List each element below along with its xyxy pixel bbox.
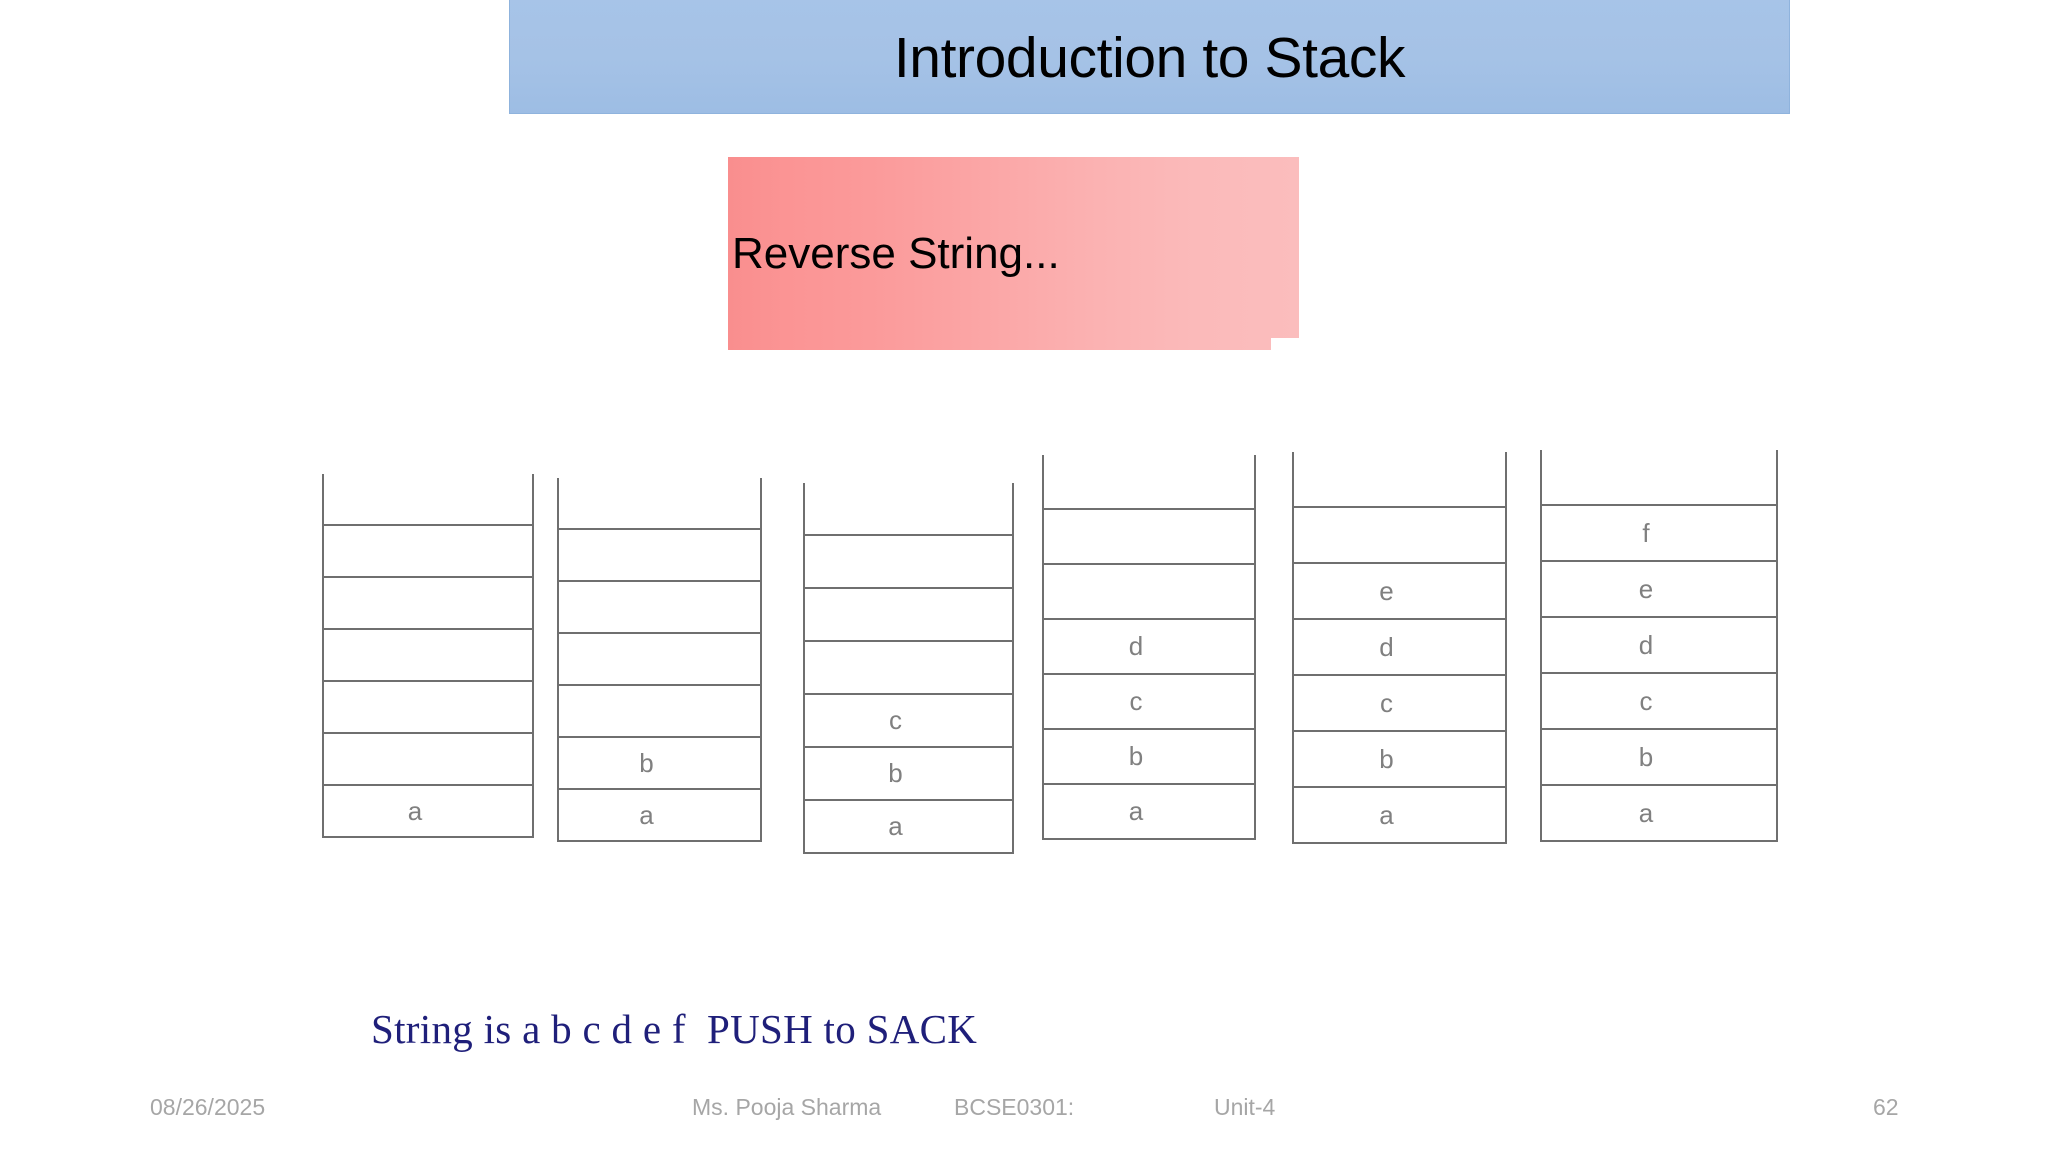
subtitle-text: Reverse String... [732,228,1060,278]
subtitle-banner-notch [1271,338,1299,350]
stack-cell-value: a [407,795,423,826]
stack-cell [803,536,1014,589]
stack-cell: e [1540,562,1778,618]
stack-cell-value: d [1638,629,1654,660]
subtitle-banner: Reverse String... [728,157,1299,350]
stack-cell [1292,452,1507,508]
stack-cell: d [1292,620,1507,676]
stack-cell [557,634,762,686]
stack-cell-value: e [1379,575,1394,606]
stack-cell: d [1042,620,1256,675]
footer-date: 08/26/2025 [150,1094,266,1120]
page-title: Introduction to Stack [893,25,1406,90]
stack-cell [1540,450,1778,506]
stack-cell-value: f [1642,517,1650,548]
stack-cell [322,682,534,734]
stack-cell: e [1292,564,1507,620]
stack-cell: b [803,748,1014,801]
stack-cell-value: e [1638,573,1654,604]
stack-cell-value: b [1379,743,1394,774]
stack-cell [322,630,534,682]
stack-cell: c [1292,676,1507,732]
footer-page-number: 62 [1873,1094,1899,1120]
stack-cell [557,530,762,582]
stack-cell-value: a [1379,799,1394,830]
stack-cell: a [1540,786,1778,842]
stack-cell [803,483,1014,536]
stack-cell [322,474,534,526]
stack-cell [322,578,534,630]
stack-cell: d [1540,618,1778,674]
stack-cell [322,734,534,786]
stack-cell-value: b [639,747,654,778]
stack-cell: a [557,790,762,842]
stack-step-1: a [322,474,534,838]
stack-cell-value: a [1638,797,1654,828]
stack-cell: c [1540,674,1778,730]
stack-cell: a [322,786,534,838]
stack-cell [557,582,762,634]
stack-cell: a [803,801,1014,854]
stack-cell [322,526,534,578]
stack-cell: b [1042,730,1256,785]
stack-cell: a [1292,788,1507,844]
stack-cell-value: b [1128,741,1144,771]
stack-cell [1042,565,1256,620]
stack-cell [803,589,1014,642]
stack-cell-value: b [1638,741,1654,772]
stack-cell-value: a [1128,796,1144,826]
stack-cell: f [1540,506,1778,562]
stack-cell [1042,455,1256,510]
stack-cell: b [557,738,762,790]
stack-cell-value: c [1380,687,1393,718]
stack-cell-value: b [888,758,903,788]
stack-cell [557,686,762,738]
diagram-caption: String is a b c d e f PUSH to SACK [371,1006,978,1052]
stack-cell: a [1042,785,1256,840]
footer-course-code: BCSE0301: [954,1094,1075,1120]
stack-cell-value: a [888,811,903,841]
slide-title-banner: Introduction to Stack [509,0,1790,114]
stack-cell [557,478,762,530]
footer-author: Ms. Pooja Sharma [692,1094,882,1120]
footer-unit: Unit-4 [1214,1094,1276,1120]
stack-cell-value: a [639,799,654,830]
stack-cell-value: d [1128,631,1144,661]
stack-cell-value: c [1639,685,1653,716]
stack-cell: c [803,695,1014,748]
stack-cell-value: c [889,705,902,735]
stack-cell [1292,508,1507,564]
stack-cell: c [1042,675,1256,730]
stack-cell: b [1292,732,1507,788]
stack-cell: b [1540,730,1778,786]
stack-cell-value: d [1379,631,1394,662]
stack-cell [803,642,1014,695]
stack-cell-value: c [1129,686,1143,716]
stack-cell [1042,510,1256,565]
